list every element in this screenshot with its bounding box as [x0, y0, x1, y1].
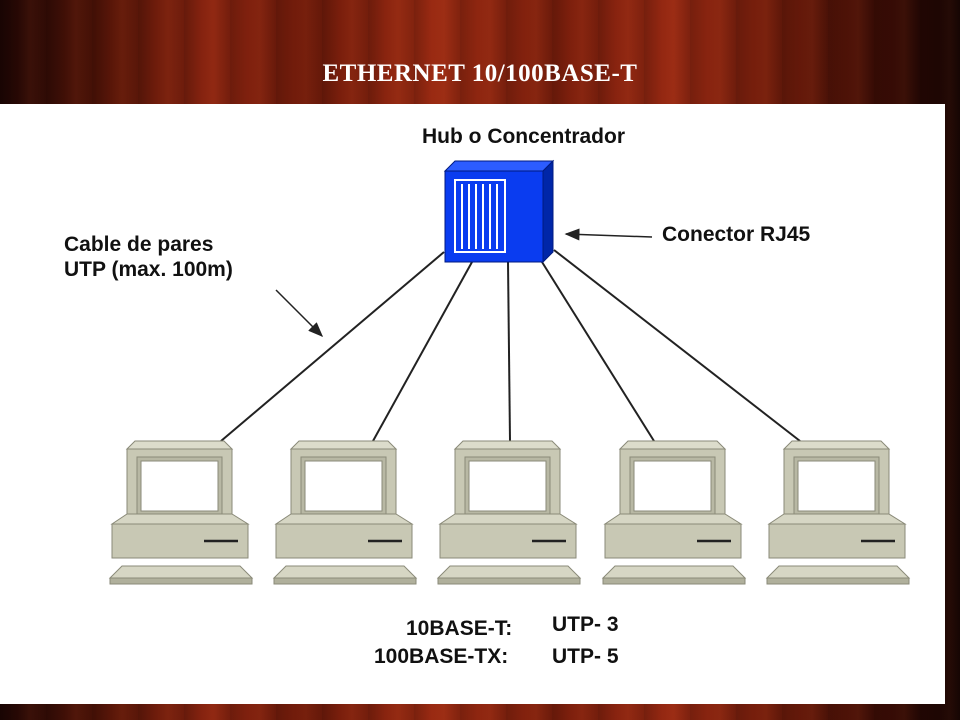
hub-label: Hub o Concentrador	[422, 125, 625, 148]
hub-icon	[443, 159, 555, 264]
connector-arrow	[564, 228, 653, 241]
standard-cable: UTP- 5	[552, 645, 619, 668]
cable-line	[553, 249, 801, 442]
diagram-panel: Hub o Concentrador Conector RJ45 Cable d…	[0, 104, 945, 704]
cable-line	[220, 251, 445, 442]
cable-line	[372, 261, 473, 442]
standard-cable: UTP- 3	[552, 613, 619, 636]
network-diagram	[108, 159, 911, 586]
connector-label: Conector RJ45	[662, 223, 811, 246]
cable-lines	[220, 249, 801, 442]
computer-icon	[436, 439, 582, 586]
cable-arrow	[275, 289, 324, 338]
standard-name: 10BASE-T:	[406, 617, 513, 640]
computer-icon	[272, 439, 418, 586]
cable-line	[541, 261, 655, 442]
computer-icon	[765, 439, 911, 586]
slide-title: ETHERNET 10/100BASE-T	[322, 60, 638, 87]
cable-label: Cable de pares UTP (max. 100m)	[64, 232, 233, 282]
standard-name: 100BASE-TX:	[374, 645, 509, 668]
computer-icon	[108, 439, 254, 586]
cable-label-line: UTP (max. 100m)	[64, 258, 233, 281]
computer-icon	[601, 439, 747, 586]
cable-label-line: Cable de pares	[64, 233, 214, 256]
cable-line	[507, 261, 511, 442]
